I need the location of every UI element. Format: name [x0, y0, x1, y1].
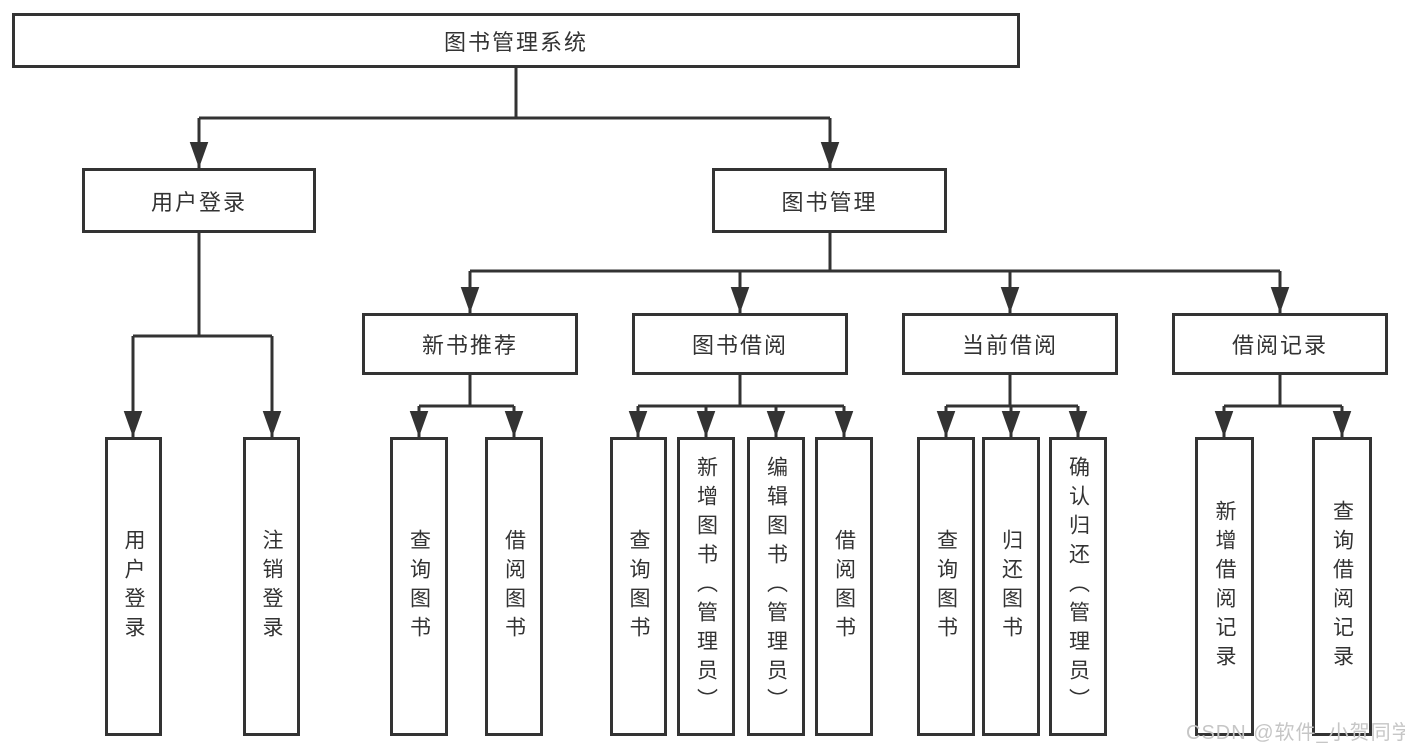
node-label: 查询图书 — [407, 528, 431, 645]
node-new-book-recommend: 新书推荐 — [362, 313, 578, 375]
node-label: 查询借阅记录 — [1330, 499, 1354, 674]
csdn-watermark: CSDN @软件_小贺同学 — [1186, 722, 1405, 744]
node-label: 用户登录 — [122, 528, 145, 645]
node-query-books: 查询图书 — [610, 437, 667, 736]
node-confirm-return-admin: 确认归还（管理员） — [1049, 437, 1107, 736]
node-add-borrow-record: 新增借阅记录 — [1195, 437, 1254, 736]
node-add-book-admin: 新增图书（管理员） — [677, 437, 735, 736]
node-user-login-branch: 用户登录 — [82, 168, 316, 233]
node-user-login: 用户登录 — [105, 437, 162, 736]
node-current-borrow: 当前借阅 — [902, 313, 1118, 375]
node-book-borrow: 图书借阅 — [632, 313, 848, 375]
node-query-borrow-record: 查询借阅记录 — [1312, 437, 1372, 736]
node-return-book: 归还图书 — [982, 437, 1040, 736]
node-query-books: 查询图书 — [917, 437, 975, 736]
node-label: 查询图书 — [934, 528, 958, 645]
node-label: 注销登录 — [260, 528, 283, 645]
node-borrow-record: 借阅记录 — [1172, 313, 1388, 375]
node-borrow-books: 借阅图书 — [485, 437, 543, 736]
node-label: 编辑图书（管理员） — [764, 456, 788, 717]
node-logout: 注销登录 — [243, 437, 300, 736]
node-borrow-books: 借阅图书 — [815, 437, 873, 736]
node-edit-book-admin: 编辑图书（管理员） — [747, 437, 805, 736]
node-label: 查询图书 — [627, 528, 650, 645]
node-label: 借阅图书 — [832, 528, 856, 645]
node-label: 借阅图书 — [502, 528, 526, 645]
node-library-management-system: 图书管理系统 — [12, 13, 1020, 68]
node-label: 归还图书 — [999, 528, 1023, 645]
node-book-management-branch: 图书管理 — [712, 168, 947, 233]
node-query-books: 查询图书 — [390, 437, 448, 736]
node-label: 新增图书（管理员） — [694, 456, 718, 717]
node-label: 确认归还（管理员） — [1066, 456, 1090, 717]
node-label: 新增借阅记录 — [1213, 499, 1236, 674]
